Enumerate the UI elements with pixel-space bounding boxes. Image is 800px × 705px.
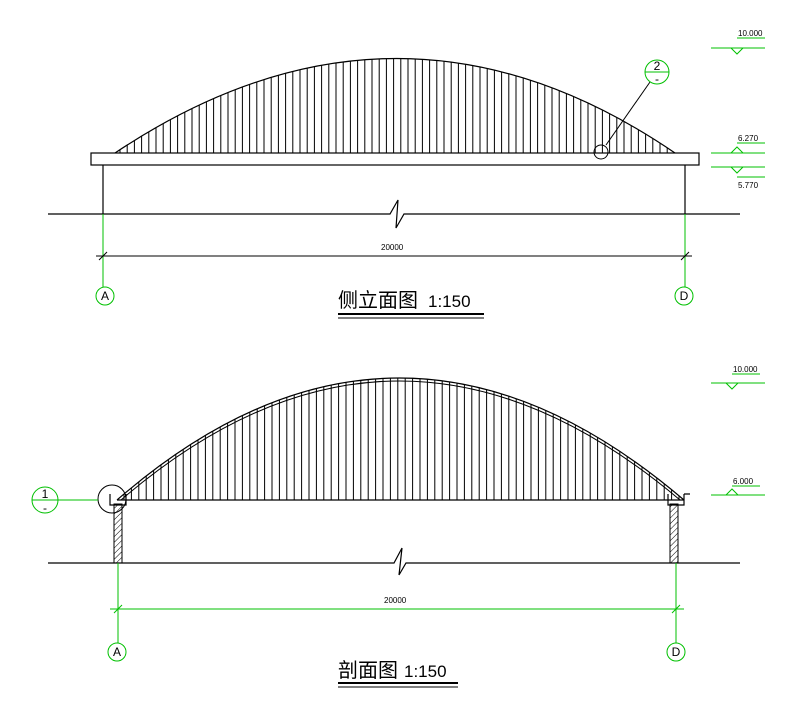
axis-bubble-d: [666, 642, 686, 662]
arch-roof-curve: [114, 57, 676, 154]
callout-number: 1: [42, 487, 49, 501]
dimension-tick-left: [98, 251, 108, 261]
drawing-scale: 1:150: [404, 662, 447, 681]
axis-bubble-a: [107, 642, 127, 662]
detail-marker-circle: [97, 484, 127, 514]
level-text-top: 10.000: [733, 365, 758, 374]
axis-label-a: A: [113, 645, 121, 659]
axis-bubble-a: [95, 286, 115, 306]
detail-marker-circle: [593, 144, 609, 160]
gutter-right: [667, 493, 690, 506]
arch-roof-outer: [116, 377, 685, 501]
dimension-tick-right: [680, 251, 690, 261]
ground-line: [48, 547, 740, 576]
eave-slab: [90, 152, 700, 166]
axis-label-d: D: [680, 289, 689, 303]
dimension-text: 20000: [381, 243, 404, 252]
dimension-text: 20000: [384, 596, 407, 605]
wall-section-right: [669, 503, 679, 564]
level-text-top: 10.000: [738, 29, 763, 38]
axis-bubble-d: [674, 286, 694, 306]
callout-sub: -: [655, 72, 659, 86]
level-marker-eave: 6.270: [711, 134, 765, 154]
arch-ribs: [119, 58, 668, 153]
callout-leader: [605, 81, 651, 146]
level-text-eave: 6.270: [738, 134, 759, 143]
drawing-title: 侧立面图: [338, 288, 418, 312]
arch-roof-inner: [120, 380, 681, 501]
level-marker-eave: 6.000: [711, 477, 765, 496]
dimension-tick-left: [113, 604, 123, 614]
level-marker-wall: 5.770: [711, 166, 765, 190]
ground-line: [48, 199, 740, 229]
section-view: 20000 A D 1 - 10.000 6.000 剖面图 1:150: [31, 365, 765, 688]
level-text-eave: 6.000: [733, 477, 754, 486]
axis-label-d: D: [672, 645, 681, 659]
drawing-scale: 1:150: [428, 292, 471, 311]
drawing-title: 剖面图: [338, 658, 398, 682]
callout-number: 2: [654, 59, 661, 73]
level-marker-top: 10.000: [711, 365, 765, 390]
level-text-wall: 5.770: [738, 181, 759, 190]
arch-ribs: [123, 378, 680, 500]
side-elevation: 20000 A D 2 - 10.000 6.270 5.7: [48, 29, 765, 319]
dimension-tick-right: [671, 604, 681, 614]
axis-label-a: A: [101, 289, 109, 303]
callout-sub: -: [43, 501, 47, 515]
level-marker-top: 10.000: [711, 29, 765, 55]
